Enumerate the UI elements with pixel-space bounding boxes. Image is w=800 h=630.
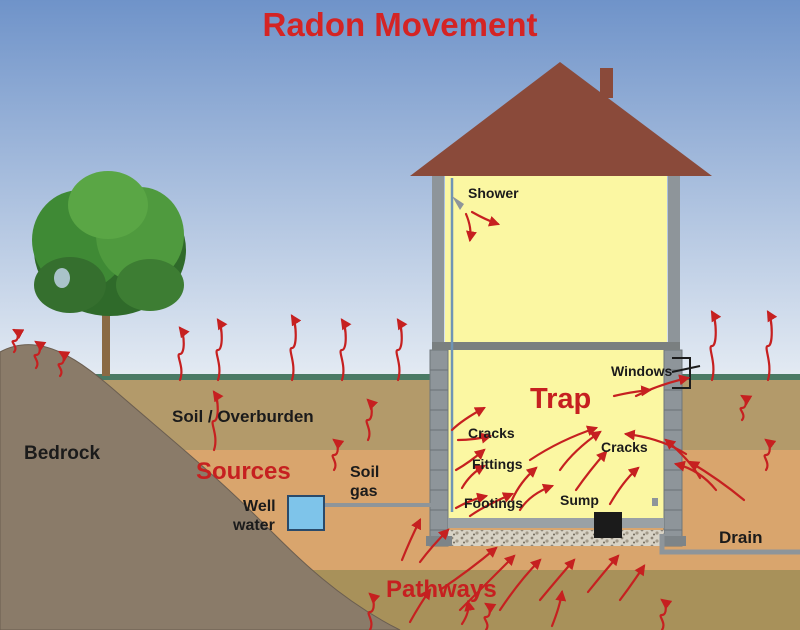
label-gas: gas bbox=[350, 483, 378, 500]
sump-pit bbox=[594, 512, 622, 538]
radon-arrow bbox=[664, 438, 702, 480]
label-fittings: Fittings bbox=[472, 456, 523, 472]
radon-arrow bbox=[464, 212, 477, 243]
radon-arrow bbox=[623, 429, 688, 456]
shower-head bbox=[452, 196, 464, 210]
radon-arrow bbox=[510, 466, 538, 502]
radon-arrow bbox=[456, 432, 493, 444]
radon-arrow bbox=[468, 492, 515, 518]
radon-arrow bbox=[211, 390, 224, 452]
drip-tray bbox=[652, 498, 658, 506]
radon-arrow bbox=[634, 374, 691, 398]
radon-arrow bbox=[618, 564, 646, 602]
radon-arrow bbox=[365, 398, 379, 442]
radon-arrow bbox=[177, 326, 190, 382]
radon-arrow bbox=[709, 310, 722, 382]
diagram-title: Radon Movement bbox=[262, 6, 537, 43]
chimney bbox=[600, 68, 613, 98]
radon-arrow bbox=[450, 406, 486, 432]
radon-arrow bbox=[408, 588, 432, 624]
label-pathways: Pathways bbox=[386, 576, 497, 603]
well-water-tank bbox=[287, 495, 325, 531]
radon-arrow bbox=[688, 460, 746, 502]
label-soil: Soil bbox=[350, 464, 379, 481]
label-trap: Trap bbox=[530, 383, 591, 415]
radon-arrow bbox=[57, 350, 71, 378]
radon-arrow bbox=[395, 318, 408, 382]
label-footings: Footings bbox=[464, 495, 523, 511]
radon-arrow bbox=[518, 483, 555, 512]
basement-slab bbox=[448, 518, 664, 528]
window bbox=[671, 357, 701, 389]
label-drain: Drain bbox=[719, 528, 762, 547]
radon-arrow bbox=[765, 310, 778, 382]
right-footing bbox=[660, 536, 686, 546]
left-wall-lower bbox=[429, 349, 449, 547]
radon-arrow bbox=[339, 318, 352, 382]
radon-arrow bbox=[608, 466, 640, 506]
radon-arrow bbox=[739, 394, 753, 422]
radon-arrow bbox=[550, 589, 567, 628]
label-windows: Windows bbox=[611, 363, 673, 379]
right-wall-upper bbox=[668, 176, 680, 344]
radon-arrow bbox=[470, 210, 501, 227]
gravel-bed bbox=[448, 530, 664, 546]
radon-arrow bbox=[586, 554, 620, 594]
radon-arrow bbox=[454, 492, 489, 510]
radon-arrow bbox=[558, 430, 602, 472]
radon-arrow bbox=[454, 448, 486, 472]
drain-pipe bbox=[659, 534, 800, 555]
label-sump: Sump bbox=[560, 492, 599, 508]
tree bbox=[32, 171, 186, 376]
left-footing bbox=[426, 536, 452, 546]
label-shower: Shower bbox=[468, 185, 519, 201]
label-water: water bbox=[232, 517, 275, 534]
radon-arrow bbox=[498, 558, 542, 612]
radon-arrow bbox=[418, 528, 450, 564]
left-wall-upper bbox=[432, 176, 444, 344]
radon-arrow bbox=[673, 460, 718, 492]
roof bbox=[410, 62, 712, 176]
radon-arrow bbox=[289, 314, 302, 382]
label-sources: Sources bbox=[196, 458, 291, 485]
radon-arrow bbox=[528, 425, 599, 462]
radon-arrow bbox=[215, 318, 228, 382]
radon-arrow bbox=[438, 546, 498, 592]
grass-line bbox=[0, 374, 800, 380]
label-cracks-left: Cracks bbox=[468, 425, 515, 441]
label-bedrock: Bedrock bbox=[24, 443, 100, 464]
upper-floor bbox=[432, 342, 680, 350]
label-well: Well bbox=[243, 498, 276, 515]
radon-arrow bbox=[367, 592, 381, 630]
radon-arrow bbox=[460, 599, 476, 626]
radon-arrow bbox=[538, 558, 576, 602]
radon-arrow bbox=[612, 385, 653, 398]
radon-arrow bbox=[460, 464, 486, 490]
radon-arrow bbox=[33, 340, 47, 370]
radon-arrow bbox=[763, 438, 777, 472]
label-cracks-right: Cracks bbox=[601, 439, 648, 455]
label-soil-overburden: Soil / Overburden bbox=[172, 407, 314, 426]
radon-arrow bbox=[11, 328, 25, 354]
radon-arrow bbox=[659, 598, 673, 630]
radon-arrow bbox=[400, 518, 422, 562]
radon-arrow bbox=[331, 438, 345, 472]
radon-arrow bbox=[483, 602, 497, 630]
radon-arrows bbox=[11, 210, 778, 630]
radon-arrow bbox=[574, 450, 608, 492]
